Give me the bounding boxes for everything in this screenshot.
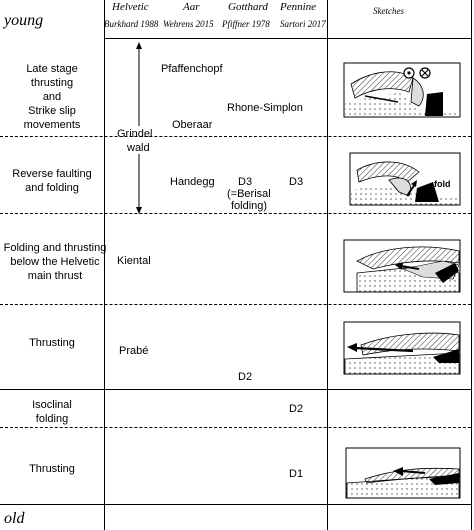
stage-reverse-faulting: Reverse faulting and folding xyxy=(12,168,92,194)
header-pennine: Pennine xyxy=(280,1,317,13)
ref-sartori: Sartori 2017 xyxy=(280,19,326,29)
phase-rhone-simplon: Rhone-Simplon xyxy=(227,102,303,114)
column-divider-right xyxy=(471,0,472,530)
grindelwald-range-arrow xyxy=(136,42,142,214)
ref-wehrens: Wehrens 2015 xyxy=(163,19,214,29)
phase-oberaar: Oberaar xyxy=(172,119,213,131)
phase-d3-pennine: D3 xyxy=(289,176,304,188)
column-divider-sketches xyxy=(327,0,328,530)
ref-burkhard: Burkhard 1988 xyxy=(104,19,159,29)
stage-thrusting-2: Thrusting xyxy=(29,463,75,475)
sketch-thrusting-2 xyxy=(345,447,461,499)
stage-thrusting-1: Thrusting xyxy=(29,337,75,349)
bottom-rule xyxy=(0,504,471,505)
phase-d1-pennine: D1 xyxy=(289,468,304,480)
phase-grindelwald-1: Grindel xyxy=(117,128,153,140)
separator-dashed-3 xyxy=(0,304,471,305)
old-label: old xyxy=(4,510,25,527)
stage-late-thrusting: Late stage thrusting and Strike slip mov… xyxy=(23,63,81,131)
sketch-thrusting-1 xyxy=(343,321,461,375)
stage-isoclinal-folding: Isoclinal folding xyxy=(32,399,72,425)
phase-handegg: Handegg xyxy=(170,176,215,188)
header-helvetic: Helvetic xyxy=(112,1,149,13)
phase-d3-gotthard: D3 xyxy=(238,176,253,188)
separator-dashed-1 xyxy=(0,136,471,137)
fold-label: fold xyxy=(434,179,451,189)
phase-berisal-1: (=Berisal xyxy=(227,188,271,200)
phase-kiental: Kiental xyxy=(117,255,151,267)
separator-dashed-4 xyxy=(0,427,471,428)
sketch-helvetic-thrust xyxy=(343,239,461,293)
phase-pfaffenchopf: Pfaffenchopf xyxy=(161,63,223,75)
separator-dashed-2 xyxy=(0,213,471,214)
sketch-strike-slip xyxy=(343,62,461,118)
phase-d2-pennine: D2 xyxy=(289,403,304,415)
young-label: young xyxy=(4,12,44,29)
phase-d2-gotthard: D2 xyxy=(238,371,253,383)
column-divider-left xyxy=(104,0,105,530)
sketch-reverse-fold: fold xyxy=(349,152,461,206)
header-aar: Aar xyxy=(183,1,200,13)
header-sketches: Sketches xyxy=(373,6,404,16)
header-gotthard: Gotthard xyxy=(228,1,268,13)
phase-prabe: Prabé xyxy=(119,345,149,357)
ref-pfiffner: Pfiffner 1978 xyxy=(222,19,270,29)
phase-grindelwald-2: wald xyxy=(127,142,150,154)
stage-folding-thrusting: Folding and thrusting below the Helvetic… xyxy=(3,242,107,282)
header-rule xyxy=(104,38,471,39)
phase-berisal-2: folding) xyxy=(231,200,268,212)
separator-solid xyxy=(0,389,471,390)
